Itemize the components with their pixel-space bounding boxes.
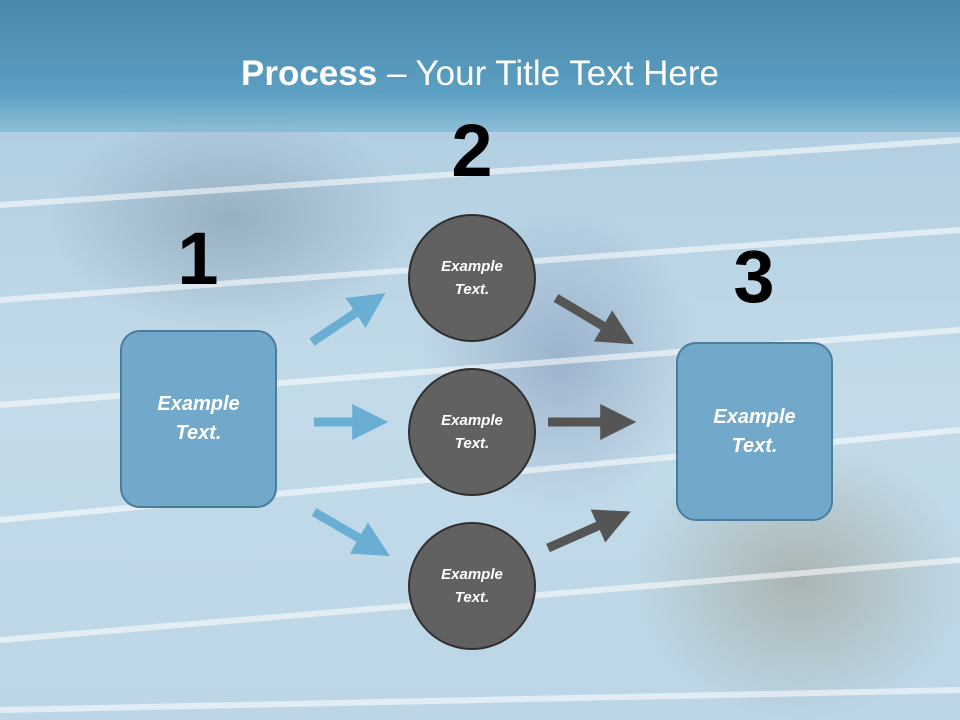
circle-bottom-text: Example Text. — [441, 566, 503, 606]
right-step-box[interactable]: Example Text. — [676, 342, 833, 521]
step-number-2: 2 — [451, 109, 493, 192]
circle-step-top[interactable]: Example Text. — [408, 214, 536, 342]
slide-title: Process – Your Title Text Here — [0, 52, 960, 96]
left-step-box[interactable]: Example Text. — [120, 330, 277, 508]
circle-middle-text: Example Text. — [441, 412, 503, 452]
left-box-text: Example Text. — [157, 393, 240, 444]
right-box-text: Example Text. — [713, 405, 796, 457]
blue-arrow-down — [311, 508, 391, 557]
circle-step-bottom[interactable]: Example Text. — [408, 522, 536, 650]
title-banner — [0, 0, 960, 132]
dark-arrow-down — [553, 294, 634, 345]
step-number-1: 1 — [177, 217, 219, 300]
title-rest: – Your Title Text Here — [377, 54, 719, 93]
step-number-3: 3 — [733, 235, 775, 318]
circle-top-text: Example Text. — [441, 258, 503, 298]
blue-arrow-up — [309, 293, 386, 346]
title-bold: Process — [241, 54, 378, 93]
circle-step-middle[interactable]: Example Text. — [408, 368, 536, 496]
dark-arrow-up — [546, 509, 631, 553]
